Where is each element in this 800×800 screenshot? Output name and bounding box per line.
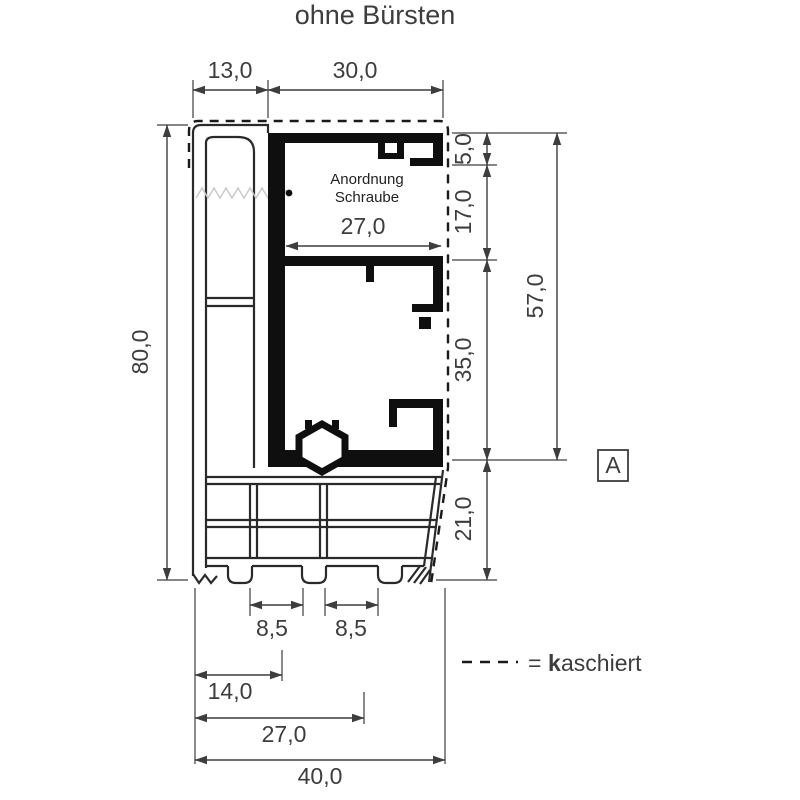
- screw-position-dot: [285, 189, 293, 197]
- annotation-line2: Schraube: [335, 189, 399, 206]
- profile-base-outline: [206, 469, 445, 585]
- dimension-left-height: 80,0: [127, 124, 188, 581]
- section-label-a: A: [597, 449, 629, 482]
- dim-30-label: 30,0: [333, 57, 378, 83]
- dim-17-label: 17,0: [450, 190, 476, 235]
- break-symbol: [192, 573, 218, 585]
- dim-80-label: 80,0: [127, 330, 153, 375]
- dim-14-label: 14,0: [208, 678, 253, 704]
- drawing-title: ohne Bürsten: [295, 0, 456, 30]
- legend-kaschiert: = k aschiert: [462, 650, 642, 676]
- dim-35-label: 35,0: [450, 338, 476, 383]
- screw-channel-hexagon: [295, 419, 349, 477]
- dimension-right-stack: 5,0 17,0 35,0 21,0 57,0: [436, 132, 567, 581]
- dimension-inner-27: 27,0: [285, 213, 442, 251]
- dimension-bottom: 8,5 8,5 14,0 27,0 40,0: [194, 588, 446, 789]
- dim-5-label: 5,0: [450, 133, 476, 165]
- section-label-text: A: [605, 452, 621, 478]
- dim-85-right-label: 8,5: [335, 615, 367, 641]
- profile-left-outline: [191, 123, 270, 585]
- profile-right-solid: [268, 133, 443, 477]
- dim-13-label: 13,0: [208, 57, 253, 83]
- dim-40-label: 40,0: [298, 763, 343, 789]
- dimension-top: 13,0 30,0: [192, 57, 444, 118]
- dim-57-label: 57,0: [522, 274, 548, 319]
- dim-27-inner-label: 27,0: [341, 213, 386, 239]
- dim-21-label: 21,0: [450, 497, 476, 542]
- dim-27-bottom-label: 27,0: [262, 721, 307, 747]
- legend-rest: aschiert: [561, 650, 642, 676]
- foot-middle: [300, 566, 328, 585]
- foot-left: [226, 566, 254, 585]
- kaschiert-dashed-outline: [187, 119, 450, 585]
- dim-85-left-label: 8,5: [256, 615, 288, 641]
- screw-annotation: Anordnung Schraube: [285, 171, 404, 206]
- legend-equals: =: [528, 650, 541, 676]
- legend-bold-k: k: [548, 650, 561, 676]
- foot-right: [376, 566, 404, 585]
- annotation-line1: Anordnung: [330, 171, 403, 188]
